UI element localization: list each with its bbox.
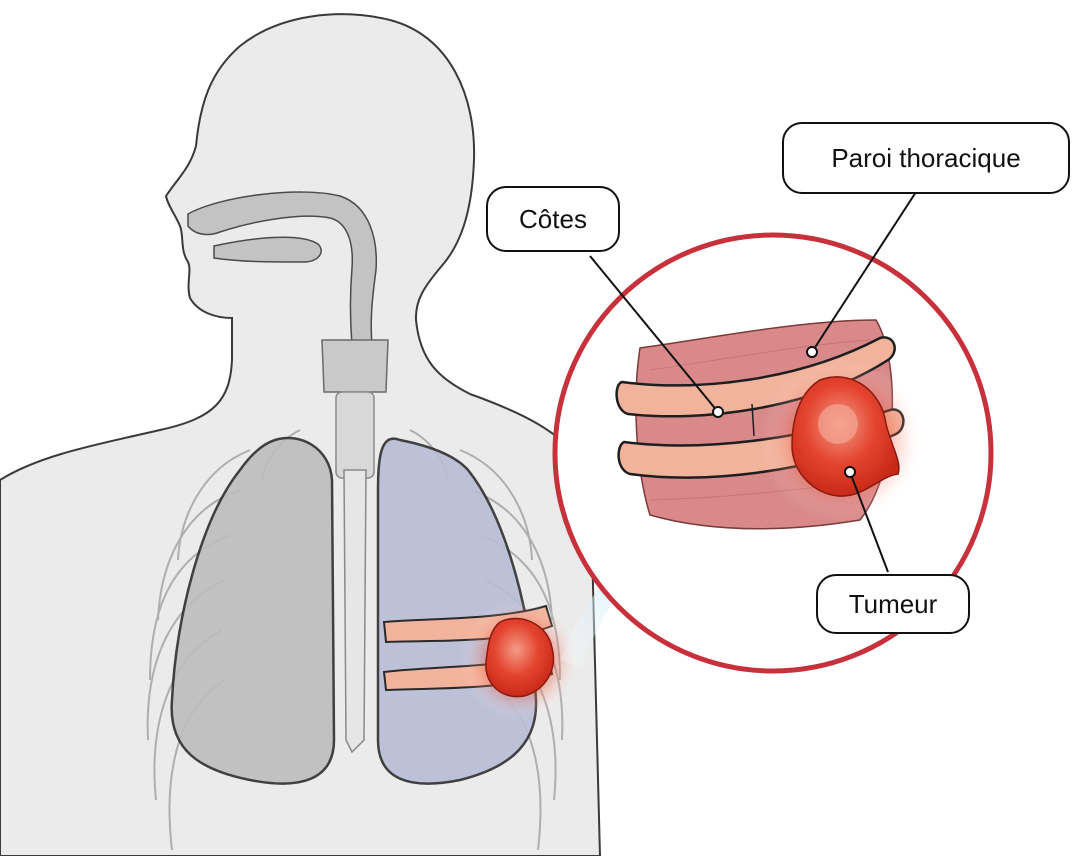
label-ribs: Côtes: [486, 186, 620, 252]
larynx: [322, 340, 388, 392]
label-chest-wall: Paroi thoracique: [782, 122, 1070, 194]
zoomed-chest-wall: [617, 320, 924, 529]
trachea: [336, 392, 374, 478]
label-tumor: Tumeur: [816, 574, 970, 634]
sternum: [344, 470, 366, 752]
tumor-small: [486, 618, 554, 696]
